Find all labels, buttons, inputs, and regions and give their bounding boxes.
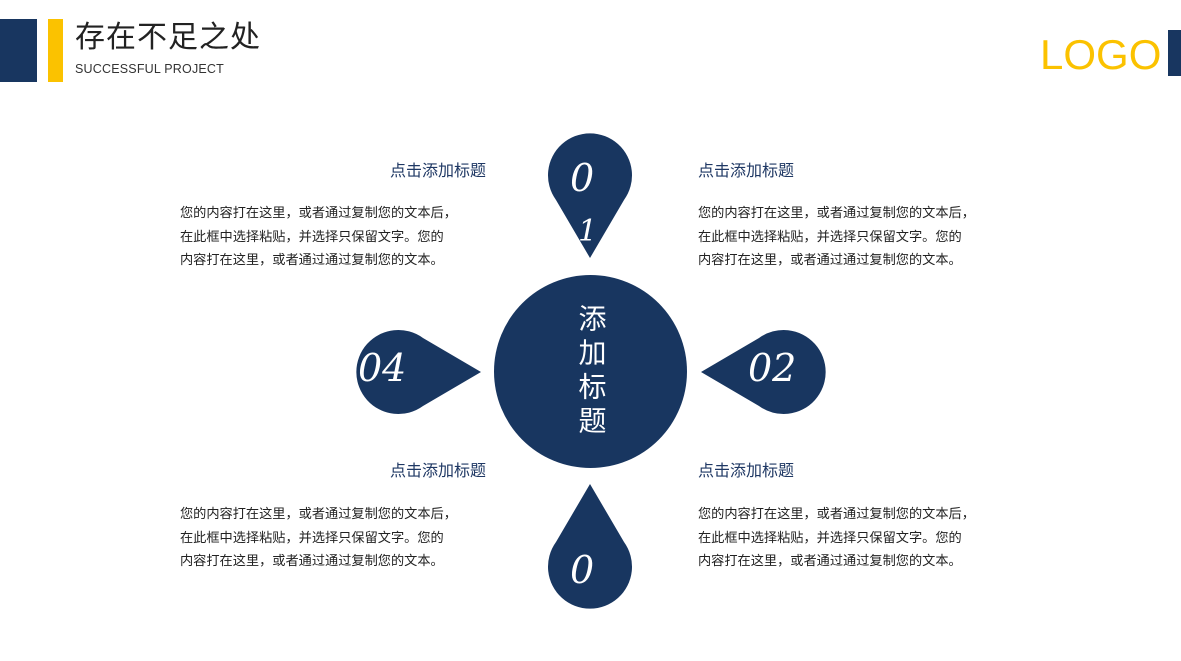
block-body[interactable]: 您的内容打在这里，或者通过复制您的文本后， 在此框中选择粘贴，并选择只保留文字。… bbox=[180, 503, 500, 574]
body-line: 内容打在这里，或者通过通过复制您的文本。 bbox=[180, 253, 444, 268]
marker-01-label: 0 bbox=[570, 156, 595, 200]
block-body[interactable]: 您的内容打在这里，或者通过复制您的文本后， 在此框中选择粘贴，并选择只保留文字。… bbox=[698, 503, 1018, 574]
text-block-bottom-right: 点击添加标题 您的内容打在这里，或者通过复制您的文本后， 在此框中选择粘贴，并选… bbox=[698, 460, 1018, 574]
block-body[interactable]: 您的内容打在这里，或者通过复制您的文本后， 在此框中选择粘贴，并选择只保留文字。… bbox=[180, 202, 500, 273]
block-title[interactable]: 点击添加标题 bbox=[698, 161, 795, 180]
header-navy-block bbox=[0, 19, 37, 82]
logo-accent-bar bbox=[1168, 30, 1181, 76]
logo: LOGO bbox=[1040, 31, 1162, 78]
center-title: 添加标题 bbox=[574, 303, 608, 440]
block-title[interactable]: 点击添加标题 bbox=[698, 461, 795, 480]
body-line: 在此框中选择粘贴，并选择只保留文字。您的 bbox=[180, 530, 444, 546]
block-title[interactable]: 点击添加标题 bbox=[389, 161, 486, 180]
block-body[interactable]: 您的内容打在这里，或者通过复制您的文本后， 在此框中选择粘贴，并选择只保留文字。… bbox=[698, 202, 1018, 273]
block-title[interactable]: 点击添加标题 bbox=[389, 461, 486, 480]
page-subtitle: SUCCESSFUL PROJECT bbox=[75, 62, 224, 76]
body-line: 在此框中选择粘贴，并选择只保留文字。您的 bbox=[698, 229, 962, 245]
body-line: 您的内容打在这里，或者通过复制您的文本后， bbox=[698, 206, 975, 221]
marker-04-shape bbox=[356, 330, 481, 414]
body-line: 您的内容打在这里，或者通过复制您的文本后， bbox=[180, 206, 457, 221]
marker-02-label: 02 bbox=[748, 346, 797, 390]
body-line: 您的内容打在这里，或者通过复制您的文本后， bbox=[180, 507, 457, 522]
text-block-top-left: 点击添加标题 您的内容打在这里，或者通过复制您的文本后， 在此框中选择粘贴，并选… bbox=[180, 160, 500, 273]
header-accent-bar bbox=[48, 19, 63, 82]
marker-03-label: 0 bbox=[570, 548, 595, 592]
body-line: 内容打在这里，或者通过通过复制您的文本。 bbox=[698, 253, 962, 268]
marker-04-label: 04 bbox=[358, 346, 407, 390]
marker-01-label-second: 1 bbox=[578, 214, 598, 249]
text-block-bottom-left: 点击添加标题 您的内容打在这里，或者通过复制您的文本后， 在此框中选择粘贴，并选… bbox=[180, 460, 500, 574]
marker-03-shape bbox=[548, 484, 632, 609]
body-line: 在此框中选择粘贴，并选择只保留文字。您的 bbox=[180, 229, 444, 245]
body-line: 内容打在这里，或者通过通过复制您的文本。 bbox=[180, 554, 444, 569]
page-title: 存在不足之处 bbox=[75, 20, 261, 55]
marker-02-shape bbox=[701, 330, 826, 415]
body-line: 内容打在这里，或者通过通过复制您的文本。 bbox=[698, 554, 962, 569]
body-line: 在此框中选择粘贴，并选择只保留文字。您的 bbox=[698, 530, 962, 546]
marker-01-shape bbox=[548, 133, 632, 258]
center-circle: 添加标题 bbox=[494, 275, 687, 468]
text-block-top-right: 点击添加标题 您的内容打在这里，或者通过复制您的文本后， 在此框中选择粘贴，并选… bbox=[698, 160, 1018, 273]
body-line: 您的内容打在这里，或者通过复制您的文本后， bbox=[698, 507, 975, 522]
